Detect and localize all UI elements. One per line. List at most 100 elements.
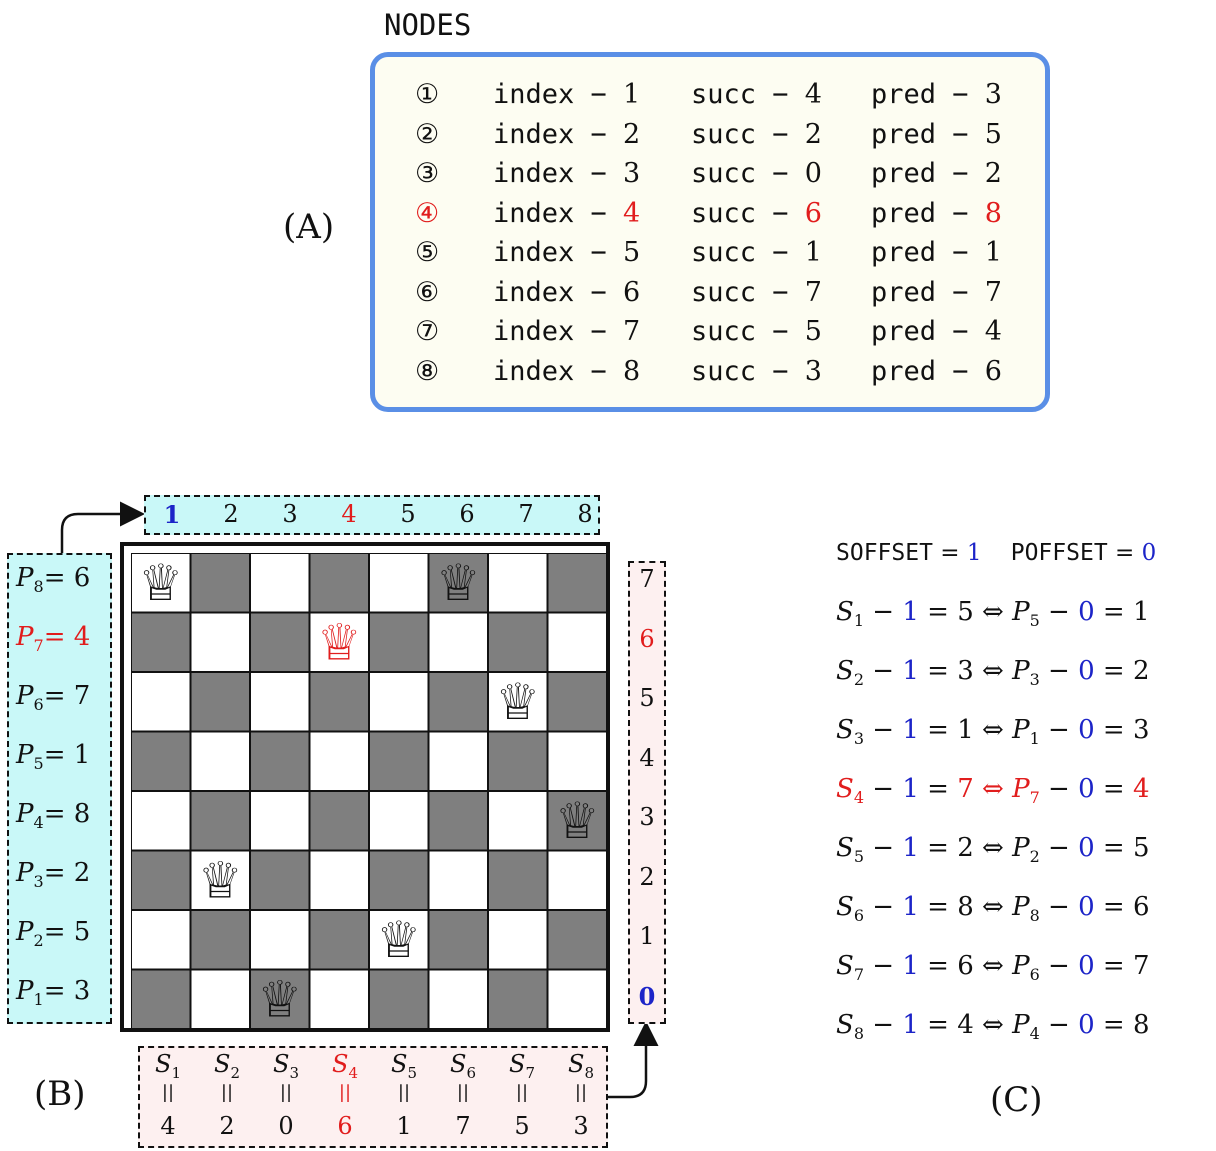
s-name: S6	[443, 1050, 483, 1082]
eq-equals: =	[1094, 656, 1133, 686]
board-square	[308, 849, 370, 911]
p-value: P1= 3	[16, 976, 90, 1009]
board-square	[249, 730, 311, 792]
s-value: 2	[219, 1112, 235, 1140]
row-index: 4	[639, 743, 655, 772]
label-key: pred −	[871, 276, 985, 308]
board-square	[308, 730, 370, 792]
eq-minus: −	[864, 656, 903, 686]
board-square	[249, 611, 311, 673]
node-succ: succ − 4	[691, 76, 822, 114]
label-key: index −	[493, 316, 624, 347]
s-subscript: 8	[584, 1063, 594, 1082]
eq-s-sub: 3	[853, 729, 864, 749]
queen-square	[427, 553, 489, 614]
eq-iff: ⇔	[973, 892, 1013, 922]
queen-icon: ♕	[257, 970, 302, 1028]
eq-minus: −	[864, 892, 903, 922]
p-subscript: 7	[33, 636, 44, 656]
eq-minus: −	[864, 1010, 903, 1040]
board-square	[249, 790, 311, 852]
soffset-value: 1	[966, 540, 982, 566]
board-square	[427, 790, 489, 852]
node-pred: pred − 1	[871, 234, 1002, 272]
eq-s-sub: 1	[853, 611, 864, 631]
eq-s-offset: 1	[902, 951, 919, 981]
queen-square	[249, 968, 311, 1029]
p-value: P7= 4	[16, 622, 90, 655]
eq-s-offset: 1	[902, 597, 919, 627]
row-index: 0	[638, 981, 656, 1011]
node-number: ④	[415, 197, 440, 229]
eq-minus: −	[1039, 597, 1079, 627]
eq-p-result: 1	[1132, 597, 1150, 627]
eq-equals: =	[918, 833, 958, 863]
label-key: succ −	[691, 237, 805, 268]
label-key: pred −	[871, 237, 985, 268]
label-value: 6	[623, 276, 641, 308]
eq-p-sub: 5	[1029, 611, 1040, 631]
label-key: index −	[493, 276, 624, 308]
row-index: 2	[639, 862, 655, 891]
eq-s-result: 4	[957, 1010, 974, 1040]
p-subscript: 5	[33, 754, 44, 774]
label-value: 3	[804, 355, 822, 387]
node-succ: succ − 6	[691, 195, 822, 233]
poffset-label: POFFSET	[1010, 540, 1108, 566]
label-value: 6	[804, 197, 822, 229]
board-square	[546, 849, 607, 911]
board-square	[368, 968, 430, 1029]
queen-icon: ♕	[495, 673, 540, 731]
node-index: index − 1	[493, 76, 640, 114]
column-index: 1	[163, 500, 181, 529]
eq-s-result: 3	[957, 656, 974, 686]
eq-p: P	[1012, 597, 1030, 627]
eq-s-result: 1	[957, 715, 974, 745]
s-letter: S	[155, 1050, 172, 1078]
p-name: P	[16, 622, 34, 652]
p-name: P	[16, 976, 34, 1006]
node-number: ⑧	[415, 355, 440, 387]
node-index: index − 6	[493, 274, 640, 312]
panel-c-label: (C)	[990, 1080, 1043, 1120]
s-letter: S	[332, 1050, 349, 1078]
eq-iff: ⇔	[973, 774, 1013, 804]
label-key: index −	[493, 197, 624, 229]
label-value: 1	[804, 237, 822, 268]
node-pred: pred − 7	[871, 274, 1002, 312]
node-index: index − 3	[493, 155, 640, 193]
p-name: P	[16, 917, 34, 947]
queen-square	[546, 790, 607, 852]
eq-p: P	[1012, 715, 1030, 745]
s-letter: S	[391, 1050, 408, 1078]
board-square	[368, 611, 430, 673]
eq-p-offset: 0	[1078, 892, 1095, 922]
s-subscript: 1	[171, 1063, 181, 1082]
eq-s-result: 8	[957, 892, 974, 922]
label-key: index −	[493, 237, 624, 268]
equation: S2 − 1 = 3 ⇔ P3 − 0 = 2	[836, 656, 1150, 689]
eq-s-sub: 5	[853, 847, 864, 867]
p-value: P8= 6	[16, 563, 90, 596]
label-value: 2	[623, 118, 641, 150]
soffset-label: SOFFSET	[836, 540, 933, 566]
s-letter: S	[214, 1050, 231, 1078]
s-name: S5	[384, 1050, 424, 1082]
node-number: ①	[415, 79, 440, 110]
panel-a-label: (A)	[283, 207, 335, 247]
eq-p-offset: 0	[1078, 774, 1095, 804]
board-square	[546, 611, 607, 673]
eq-p-sub: 3	[1029, 670, 1040, 690]
eq-p-sub: 8	[1029, 906, 1040, 926]
p-assign: = 8	[43, 799, 91, 829]
queen-icon: ♕	[376, 911, 421, 969]
eq-iff: ⇔	[973, 597, 1013, 627]
eq-s: S	[836, 892, 854, 922]
eq-minus: −	[1039, 715, 1079, 745]
board-square	[546, 909, 607, 971]
label-value: 0	[804, 158, 822, 189]
eq-s: S	[836, 656, 854, 686]
